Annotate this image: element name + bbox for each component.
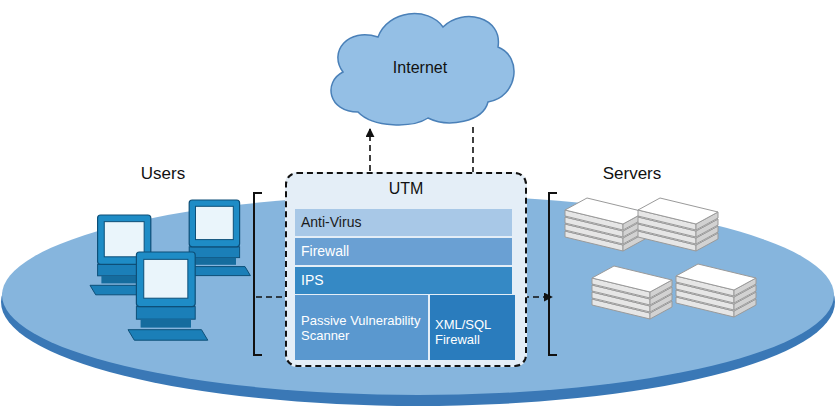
- screen: [196, 206, 234, 239]
- keyboard: [128, 330, 208, 341]
- utm-label: UTM: [287, 180, 525, 198]
- server-unit: [565, 198, 645, 230]
- module-box: Passive Vulnerability Scanner: [295, 295, 428, 360]
- layer-label: Firewall: [301, 243, 349, 259]
- users-bracket: [254, 193, 262, 355]
- cloud-label: Internet: [393, 59, 447, 77]
- group-heading: Users: [141, 164, 185, 184]
- monitor: [136, 252, 195, 307]
- cpu-case: [189, 247, 239, 258]
- cloud-node: Internet: [318, 2, 522, 128]
- computers: [90, 200, 250, 340]
- module-box: XML/SQL Firewall: [430, 295, 515, 360]
- module-label: XML/SQL Firewall: [435, 318, 511, 348]
- monitor-stand: [193, 258, 236, 265]
- layer-bar: Firewall: [295, 238, 512, 265]
- user-group: Users: [70, 158, 256, 348]
- screen: [144, 259, 188, 298]
- cpu-case: [136, 307, 195, 320]
- group-heading: Servers: [603, 164, 662, 184]
- server-stacks: [565, 198, 756, 319]
- server-group: Servers: [552, 158, 832, 348]
- monitor: [189, 200, 239, 247]
- computer-icon: [128, 252, 208, 340]
- layer-label: IPS: [301, 272, 324, 288]
- utm-box: UTM Anti-VirusFirewallIPS Passive Vulnerab…: [285, 172, 527, 367]
- server-unit: [592, 266, 672, 298]
- servers-bracket: [549, 193, 557, 355]
- layer-bar: IPS: [295, 267, 512, 294]
- screen: [104, 222, 144, 257]
- layer-label: Anti-Virus: [301, 214, 361, 230]
- module-label: Passive Vulnerability Scanner: [301, 314, 422, 344]
- server-unit: [638, 198, 718, 230]
- server-unit: [676, 264, 756, 296]
- monitor-stand: [141, 319, 191, 327]
- layer-bar: Anti-Virus: [295, 209, 512, 236]
